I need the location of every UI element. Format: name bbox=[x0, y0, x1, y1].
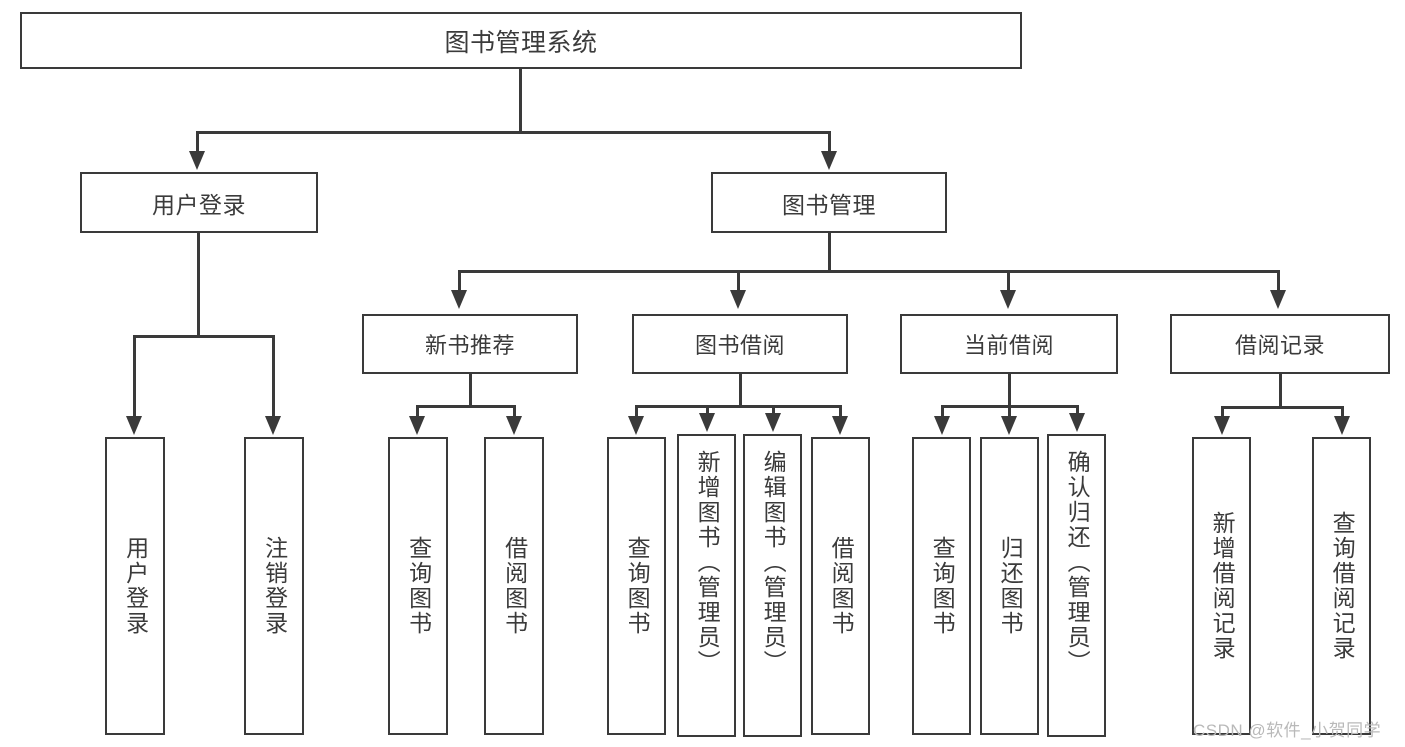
arrowhead-user-login-leaf-2 bbox=[265, 416, 281, 435]
arrowhead-book-borrow-leaf-4 bbox=[832, 416, 848, 435]
connector-book-borrow-to-leaf-2 bbox=[706, 405, 709, 415]
connector-borrow-record-to-leaf-2 bbox=[1341, 406, 1344, 418]
connector-root-stem bbox=[519, 69, 522, 132]
connector-book-mgmt-stem bbox=[828, 233, 831, 271]
connector-root-split-bar bbox=[196, 131, 830, 134]
connector-current-borrow-to-leaf-1 bbox=[941, 405, 944, 418]
leaf-book-borrow-add-book-admin[interactable]: 新增图书（管理员） bbox=[677, 434, 736, 737]
node-label: 新书推荐 bbox=[424, 333, 515, 358]
connector-new-book-stem bbox=[469, 374, 472, 406]
arrowhead-book-borrow-leaf-1 bbox=[628, 416, 644, 435]
leaf-label: 确认归还（管理员） bbox=[1064, 450, 1091, 675]
connector-book-mgmt-split-bar bbox=[458, 270, 1278, 273]
leaf-label: 查询图书 bbox=[405, 536, 432, 636]
connector-borrow-record-to-leaf-1 bbox=[1221, 406, 1224, 418]
connector-book-mgmt-to-lvl3-3 bbox=[1007, 270, 1010, 292]
connector-new-book-to-leaf-2 bbox=[513, 405, 516, 418]
arrowhead-new-book-leaf-1 bbox=[409, 416, 425, 435]
leaf-new-book-borrow-books[interactable]: 借阅图书 bbox=[484, 437, 544, 735]
leaf-book-borrow-edit-book-admin[interactable]: 编辑图书（管理员） bbox=[743, 434, 802, 737]
arrowhead-new-book-leaf-2 bbox=[506, 416, 522, 435]
leaf-label: 用户登录 bbox=[122, 536, 149, 636]
leaf-book-borrow-borrow-books[interactable]: 借阅图书 bbox=[811, 437, 870, 735]
leaf-label: 新增借阅记录 bbox=[1209, 511, 1236, 661]
connector-new-book-split-bar bbox=[416, 405, 514, 408]
connector-borrow-record-stem bbox=[1279, 374, 1282, 407]
node-label: 图书管理系统 bbox=[444, 28, 598, 57]
leaf-new-book-query-books[interactable]: 查询图书 bbox=[388, 437, 448, 735]
leaf-user-login-login[interactable]: 用户登录 bbox=[105, 437, 165, 735]
connector-current-borrow-to-leaf-3 bbox=[1076, 405, 1079, 415]
arrowhead-borrow-record-leaf-2 bbox=[1334, 416, 1350, 435]
node-label: 图书借阅 bbox=[694, 333, 785, 358]
arrowhead-to-user-login bbox=[189, 151, 205, 170]
arrowhead-book-borrow-leaf-3 bbox=[765, 413, 781, 432]
connector-book-borrow-to-leaf-4 bbox=[839, 405, 842, 418]
arrowhead-lvl3-3 bbox=[1000, 290, 1016, 309]
arrowhead-lvl3-1 bbox=[451, 290, 467, 309]
arrowhead-borrow-record-leaf-1 bbox=[1214, 416, 1230, 435]
arrowhead-current-borrow-leaf-1 bbox=[934, 416, 950, 435]
node-label: 图书管理 bbox=[782, 191, 876, 218]
connector-book-borrow-to-leaf-3 bbox=[772, 405, 775, 415]
leaf-current-borrow-query-books[interactable]: 查询图书 bbox=[912, 437, 971, 735]
leaf-label: 借阅图书 bbox=[828, 536, 855, 636]
leaf-label: 编辑图书（管理员） bbox=[760, 450, 787, 675]
connector-user-login-to-leaf-1 bbox=[133, 335, 136, 418]
leaf-book-borrow-query-books[interactable]: 查询图书 bbox=[607, 437, 666, 735]
arrowhead-lvl3-2 bbox=[730, 290, 746, 309]
connector-book-borrow-stem bbox=[739, 374, 742, 406]
node-borrow-record[interactable]: 借阅记录 bbox=[1170, 314, 1390, 374]
leaf-label: 注销登录 bbox=[261, 536, 288, 636]
connector-root-to-user-login bbox=[196, 131, 199, 153]
connector-book-mgmt-to-lvl3-4 bbox=[1277, 270, 1280, 292]
leaf-label: 查询图书 bbox=[929, 536, 956, 636]
leaf-borrow-record-add-record[interactable]: 新增借阅记录 bbox=[1192, 437, 1251, 735]
node-label: 用户登录 bbox=[152, 191, 246, 218]
node-user-login[interactable]: 用户登录 bbox=[80, 172, 318, 233]
connector-book-mgmt-to-lvl3-1 bbox=[458, 270, 461, 292]
leaf-label: 查询借阅记录 bbox=[1329, 511, 1356, 661]
node-current-borrow[interactable]: 当前借阅 bbox=[900, 314, 1118, 374]
leaf-label: 新增图书（管理员） bbox=[694, 450, 721, 675]
leaf-borrow-record-query-record[interactable]: 查询借阅记录 bbox=[1312, 437, 1371, 735]
connector-root-to-book-mgmt bbox=[828, 131, 831, 153]
connector-user-login-to-leaf-2 bbox=[272, 335, 275, 418]
arrowhead-book-borrow-leaf-2 bbox=[699, 413, 715, 432]
connector-user-login-split-bar bbox=[133, 335, 274, 338]
arrowhead-user-login-leaf-1 bbox=[126, 416, 142, 435]
connector-new-book-to-leaf-1 bbox=[416, 405, 419, 418]
watermark-text: CSDN @软件_小贺同学 bbox=[1193, 721, 1382, 740]
arrowhead-current-borrow-leaf-2 bbox=[1001, 416, 1017, 435]
connector-current-borrow-to-leaf-2 bbox=[1008, 405, 1011, 418]
leaf-label: 归还图书 bbox=[997, 536, 1024, 636]
connector-current-borrow-stem bbox=[1008, 374, 1011, 406]
node-label: 借阅记录 bbox=[1234, 333, 1325, 358]
arrowhead-lvl3-4 bbox=[1270, 290, 1286, 309]
leaf-label: 查询图书 bbox=[624, 536, 651, 636]
leaf-user-login-logout[interactable]: 注销登录 bbox=[244, 437, 304, 735]
leaf-current-borrow-return-books[interactable]: 归还图书 bbox=[980, 437, 1039, 735]
arrowhead-current-borrow-leaf-3 bbox=[1069, 413, 1085, 432]
node-new-book-recommend[interactable]: 新书推荐 bbox=[362, 314, 578, 374]
connector-borrow-record-split-bar bbox=[1221, 406, 1341, 409]
connector-user-login-stem bbox=[197, 233, 200, 336]
node-root-system[interactable]: 图书管理系统 bbox=[20, 12, 1022, 69]
node-book-borrow[interactable]: 图书借阅 bbox=[632, 314, 848, 374]
connector-book-borrow-split-bar bbox=[635, 405, 839, 408]
node-book-management[interactable]: 图书管理 bbox=[711, 172, 947, 233]
connector-book-borrow-to-leaf-1 bbox=[635, 405, 638, 418]
leaf-label: 借阅图书 bbox=[501, 536, 528, 636]
arrowhead-to-book-mgmt bbox=[821, 151, 837, 170]
connector-book-mgmt-to-lvl3-2 bbox=[737, 270, 740, 292]
leaf-current-borrow-confirm-return-admin[interactable]: 确认归还（管理员） bbox=[1047, 434, 1106, 737]
node-label: 当前借阅 bbox=[963, 333, 1054, 358]
